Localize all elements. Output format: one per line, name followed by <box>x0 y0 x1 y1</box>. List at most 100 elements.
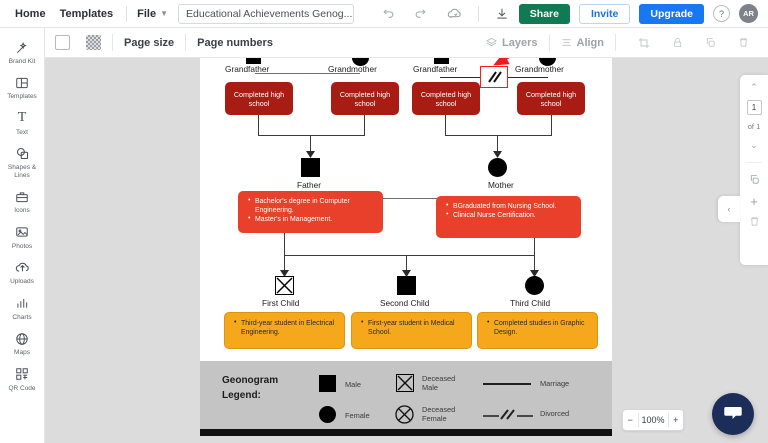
divider <box>185 34 187 51</box>
help-icon[interactable]: ? <box>713 5 730 22</box>
gen1-grandmother-left-symbol[interactable] <box>352 58 369 66</box>
gen3-third-child-achievements[interactable]: Completed studies in Graphic Design. <box>477 312 598 349</box>
add-page-icon[interactable]: + <box>750 194 758 209</box>
descent-line <box>364 115 365 136</box>
zoom-out-button[interactable]: − <box>627 415 633 425</box>
gen1-grandmother-right-symbol[interactable] <box>539 58 556 66</box>
workspace[interactable]: Grandfather Grandmother Grandfather Gran… <box>45 58 768 443</box>
sidebar-item-label: QR Code <box>8 384 36 392</box>
legend-divorced-label: Divorced <box>540 409 570 418</box>
lock-icon[interactable] <box>672 37 683 48</box>
sidebar-item-label: Templates <box>7 93 37 101</box>
duplicate-icon[interactable] <box>705 37 716 48</box>
descent-arrow <box>280 270 289 277</box>
templates-link[interactable]: Templates <box>59 7 114 20</box>
sidebar-item-photos[interactable]: Photos <box>0 219 45 254</box>
delete-page-icon[interactable] <box>749 216 760 229</box>
sidebar-item-charts[interactable]: Charts <box>0 290 45 325</box>
gen1-grandfather-right-symbol[interactable] <box>434 58 449 64</box>
zoom-in-button[interactable]: + <box>673 415 679 425</box>
legend-deceased-male-label: Deceased Male <box>422 374 455 393</box>
chevron-up-icon[interactable]: ⌃ <box>750 82 758 92</box>
descent-arrow <box>402 270 411 277</box>
page-count-label: of 1 <box>747 122 761 131</box>
gen3-first-child-achievements[interactable]: Third-year student in Electrical Enginee… <box>224 312 345 349</box>
duplicate-page-icon[interactable] <box>749 174 760 187</box>
upgrade-button[interactable]: Upgrade <box>639 3 704 24</box>
share-button[interactable]: Share <box>518 3 570 24</box>
gen2-father-symbol[interactable] <box>301 158 320 177</box>
home-link[interactable]: Home <box>15 7 46 20</box>
page-number-input[interactable]: 1 <box>746 100 762 115</box>
layers-button[interactable]: Layers <box>486 37 538 49</box>
sidebar-item-label: Photos <box>11 242 33 250</box>
legend-deceased-female-symbol <box>395 405 414 424</box>
gen1-grandfather-left-symbol[interactable] <box>246 58 261 64</box>
gen3-second-child-achievements[interactable]: First-year student in Medical School. <box>351 312 472 349</box>
gen3-second-child-symbol[interactable] <box>397 276 416 295</box>
gen2-mother-symbol[interactable] <box>488 158 507 177</box>
descent-line <box>310 135 311 155</box>
align-button[interactable]: Align <box>561 36 605 49</box>
page-size-button[interactable]: Page size <box>124 36 175 49</box>
gen3-first-child-symbol[interactable] <box>275 276 294 295</box>
left-sidebar: Brand Kit Templates T Text Shapes & Line… <box>0 28 45 443</box>
sidebar-item-label: Shapes & Lines <box>7 164 37 179</box>
page-bottom-bar <box>200 429 612 436</box>
canvas-toolbar: Page size Page numbers Layers Align <box>45 28 768 58</box>
note-text: Completed high school <box>233 89 285 108</box>
redo-icon[interactable] <box>412 6 428 22</box>
trash-icon[interactable] <box>738 37 749 48</box>
descent-line <box>551 115 552 136</box>
crop-icon[interactable] <box>638 37 650 49</box>
gen1-grandmother-right-note[interactable]: Completed high school <box>517 82 585 115</box>
achievement-item: Clinical Nurse Certification. <box>446 210 573 220</box>
note-text: Completed high school <box>339 89 391 108</box>
legend-male-symbol <box>319 375 336 392</box>
gen1-grandfather-right-label: Grandfather <box>413 64 458 74</box>
gen1-grandfather-right-note[interactable]: Completed high school <box>412 82 480 115</box>
maps-icon <box>15 330 29 347</box>
sidebar-item-qr-code[interactable]: QR Code <box>0 361 45 396</box>
chat-button[interactable] <box>712 393 754 435</box>
gen1-grandmother-left-note[interactable]: Completed high school <box>331 82 399 115</box>
document-title-input[interactable]: Educational Achievements Genog... <box>178 3 355 24</box>
gen3-third-child-symbol[interactable] <box>525 276 544 295</box>
sidebar-item-maps[interactable]: Maps <box>0 325 45 360</box>
achievement-item: Third-year student in Electrical Enginee… <box>234 318 337 338</box>
align-label: Align <box>576 36 605 49</box>
descent-line <box>406 255 407 274</box>
cloud-sync-icon[interactable] <box>447 6 463 22</box>
sidebar-item-brand-kit[interactable]: Brand Kit <box>0 34 45 69</box>
canvas-page[interactable]: Grandfather Grandmother Grandfather Gran… <box>200 58 612 436</box>
descent-arrow <box>306 151 315 158</box>
qr-code-icon <box>15 366 29 383</box>
gen2-mother-achievements[interactable]: BGraduated from Nursing School. Clinical… <box>436 196 581 238</box>
undo-icon[interactable] <box>380 6 396 22</box>
download-icon[interactable] <box>494 6 510 22</box>
divorce-marker-selected[interactable] <box>480 66 508 88</box>
file-menu[interactable]: File ▼ <box>133 4 172 24</box>
sidebar-item-text[interactable]: T Text <box>0 105 45 140</box>
achievement-item: Bachelor's degree in Computer Engineerin… <box>248 196 375 215</box>
transparency-swatch-icon[interactable] <box>86 35 101 50</box>
page-numbers-button[interactable]: Page numbers <box>197 36 273 49</box>
invite-button[interactable]: Invite <box>578 3 631 24</box>
templates-icon <box>15 74 29 91</box>
sidebar-item-uploads[interactable]: Uploads <box>0 254 45 289</box>
sidebar-item-shapes-lines[interactable]: Shapes & Lines <box>0 140 45 183</box>
sidebar-item-templates[interactable]: Templates <box>0 69 45 104</box>
gen2-father-achievements[interactable]: Bachelor's degree in Computer Engineerin… <box>238 191 383 233</box>
gen1-grandfather-left-note[interactable]: Completed high school <box>225 82 293 115</box>
descent-sibling-bar <box>284 255 535 256</box>
chat-bubble-icon <box>722 402 744 427</box>
sidebar-item-icons[interactable]: Icons <box>0 183 45 218</box>
collapse-panel-button[interactable]: ‹ <box>718 196 740 222</box>
gen3-first-child-label: First Child <box>262 298 300 308</box>
chevron-down-icon[interactable]: ⌄ <box>750 140 758 150</box>
fill-swatch-icon[interactable] <box>55 35 70 50</box>
zoom-level-label[interactable]: 100% <box>641 415 665 425</box>
sidebar-item-label: Charts <box>12 313 32 321</box>
chevron-left-icon: ‹ <box>727 204 731 214</box>
avatar[interactable]: AR <box>739 4 758 23</box>
